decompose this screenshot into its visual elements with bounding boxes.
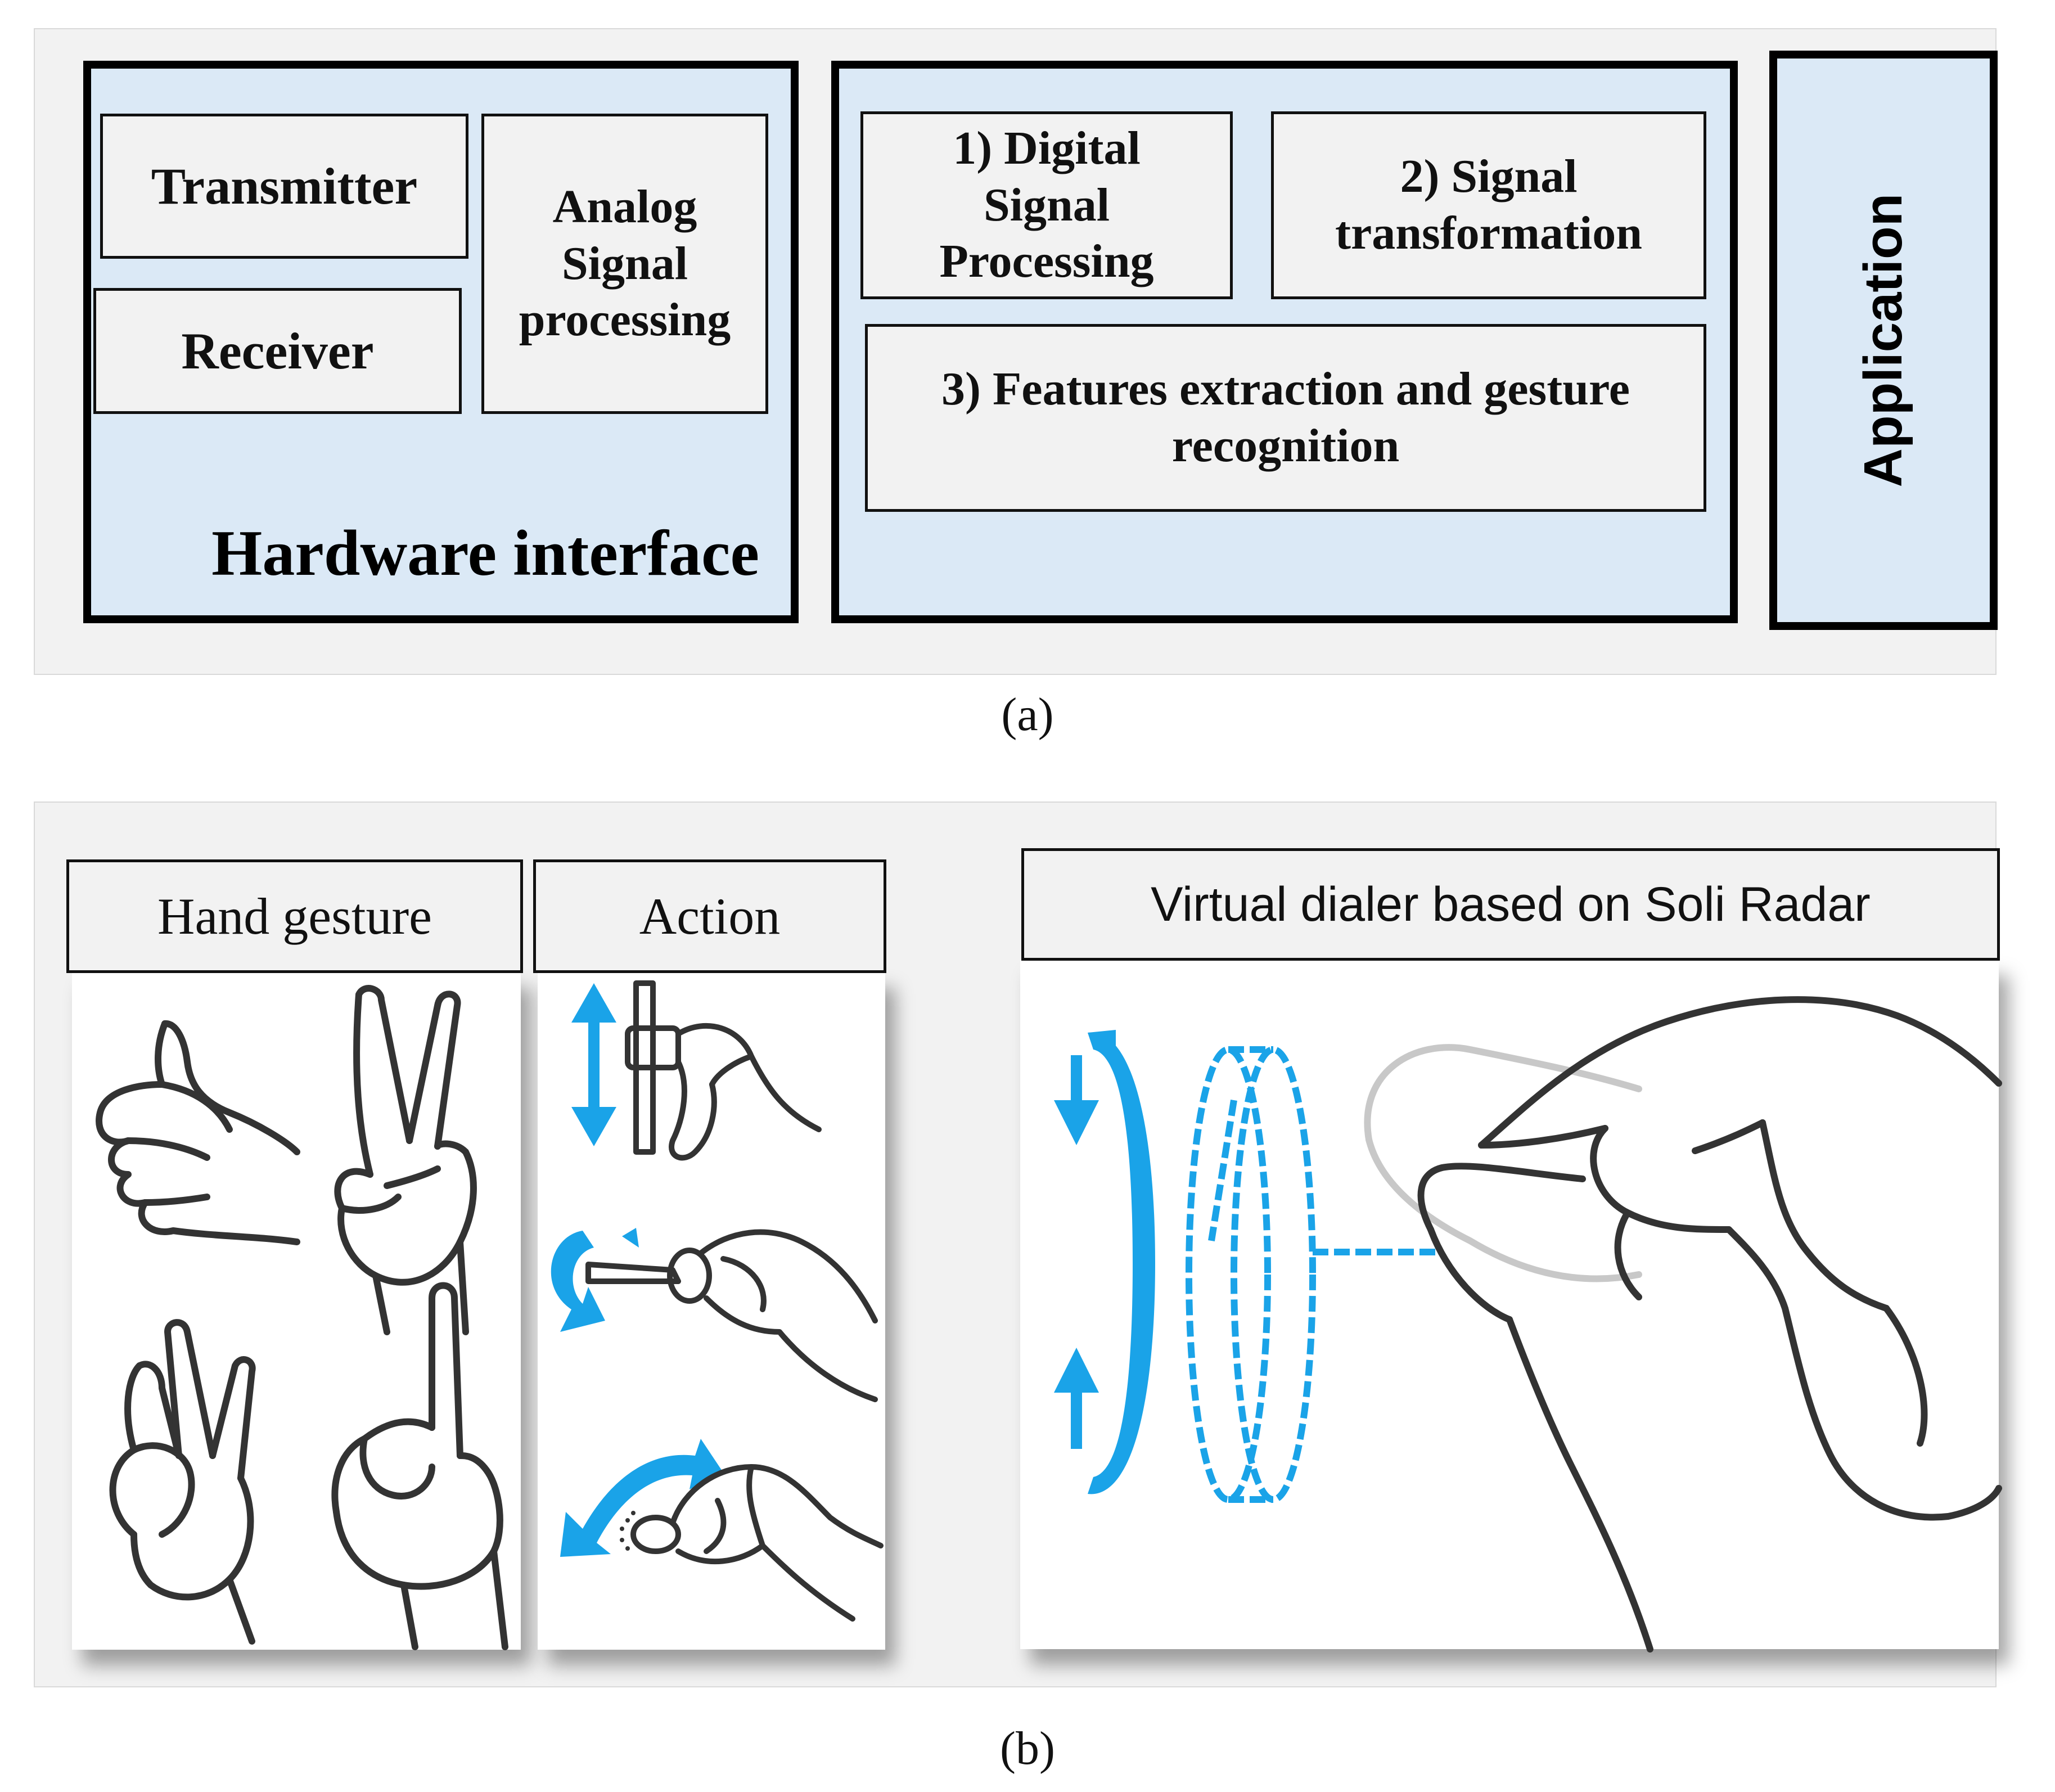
ghost-finger-outline (1364, 1044, 1642, 1282)
hand-gesture-illustrations (96, 985, 508, 1650)
action-header: Action (533, 859, 886, 973)
signal-transformation-box: 2) Signal transformation (1271, 111, 1706, 299)
hand-outline (1417, 996, 2002, 1653)
ok-hand-icon (109, 1319, 256, 1645)
signal-transformation-label: 2) Signal transformation (1335, 150, 1642, 259)
digital-signal-processing-label: 1) Digital Signal Processing (939, 121, 1154, 288)
features-extraction-box: 3) Features extraction and gesture recog… (865, 324, 1706, 512)
caption-b: (b) (1000, 1722, 1055, 1775)
caption-a: (a) (1001, 688, 1054, 741)
virtual-dialer-card (1020, 960, 1999, 1649)
victory-hand-icon (334, 985, 477, 1335)
analog-signal-processing-box: Analog Signal processing (481, 114, 768, 414)
hand-gesture-header: Hand gesture (66, 859, 523, 973)
dial-icon (1186, 1046, 1436, 1503)
action-illustrations (551, 980, 884, 1622)
key-turn-action-icon (551, 1228, 878, 1402)
receiver-label: Receiver (181, 322, 374, 380)
hand-gesture-header-label: Hand gesture (157, 888, 432, 945)
application-label: Application (1853, 193, 1913, 488)
virtual-dialer-header-label: Virtual dialer based on Soli Radar (1151, 877, 1871, 931)
digital-signal-processing-box: 1) Digital Signal Processing (860, 111, 1233, 299)
transmitter-label: Transmitter (151, 157, 418, 215)
pointing-hand-icon (331, 1282, 508, 1650)
virtual-dialer-header: Virtual dialer based on Soli Radar (1021, 848, 2000, 961)
receiver-box: Receiver (93, 288, 462, 414)
slider-action-icon (571, 980, 822, 1161)
action-header-label: Action (639, 888, 781, 945)
rotation-arrow-icon (1054, 1030, 1155, 1494)
application-block (1769, 51, 1998, 630)
virtual-dialer-illustration (1054, 996, 2002, 1653)
analog-signal-processing-label: Analog Signal processing (519, 180, 731, 346)
hardware-interface-title: Hardware interface (211, 517, 759, 589)
knob-rotate-action-icon (560, 1439, 884, 1622)
features-extraction-label: 3) Features extraction and gesture recog… (941, 363, 1630, 472)
thumbs-up-icon (96, 1020, 300, 1245)
transmitter-box: Transmitter (100, 114, 468, 259)
